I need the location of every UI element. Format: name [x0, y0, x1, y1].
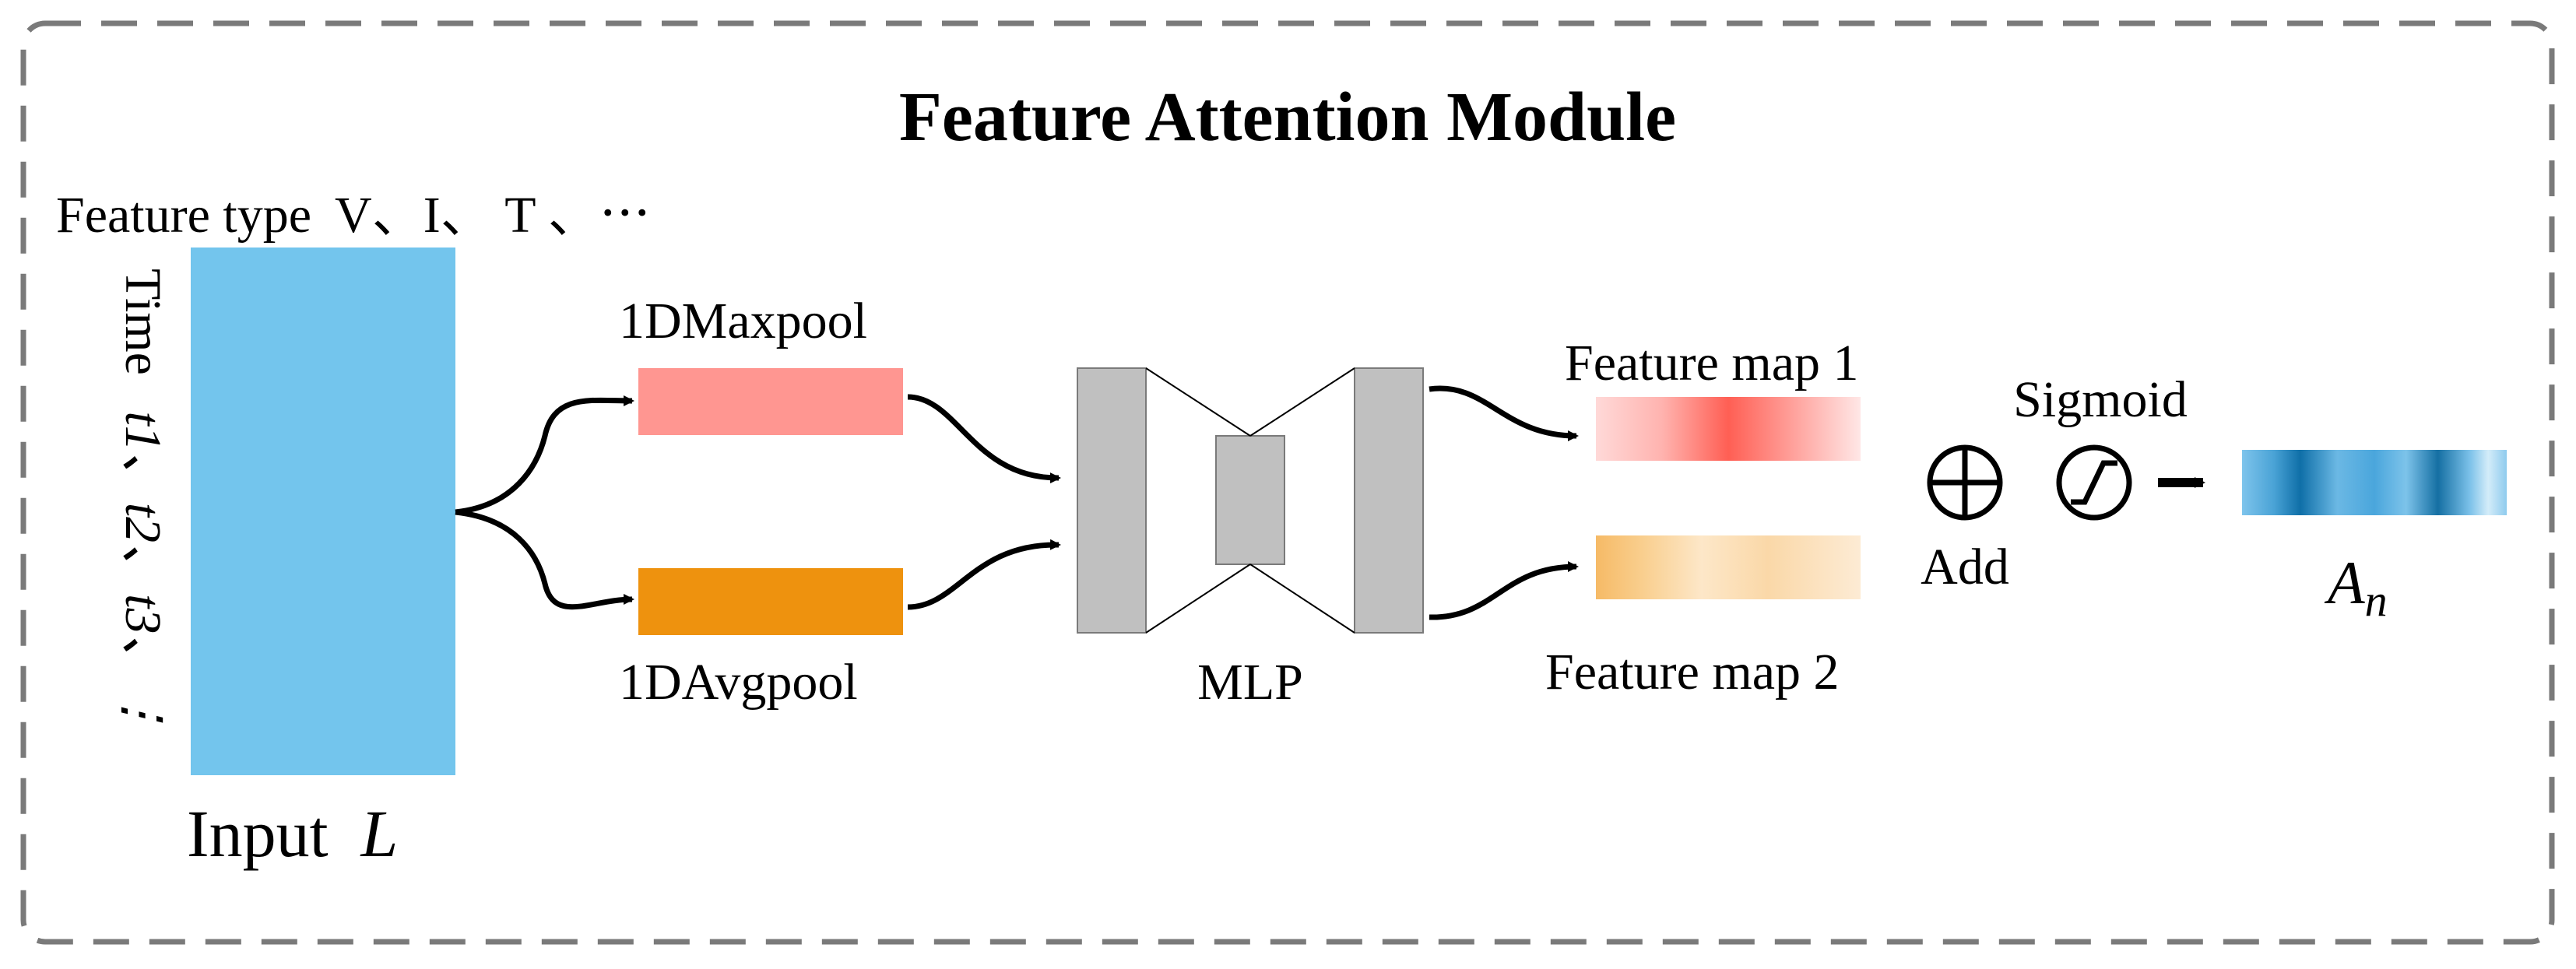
input-block: [191, 248, 455, 775]
input-caption-text: Input: [187, 796, 329, 871]
input-caption: Input L: [187, 796, 398, 871]
feature-map-1-block: [1596, 397, 1861, 461]
sigmoid-operator-icon: [2056, 444, 2132, 521]
time-value-1: t1: [114, 411, 171, 451]
input-caption-symbol: L: [360, 796, 399, 871]
arrow-input-to-avgpool: [455, 509, 634, 610]
time-text: Time: [114, 269, 171, 375]
output-symbol: A: [2324, 549, 2365, 616]
mlp-input-layer: [1077, 367, 1147, 634]
avgpool-label: 1DAvgpool: [619, 654, 858, 711]
output-subscript: n: [2365, 575, 2388, 626]
feature-type-text: Feature type: [56, 187, 311, 244]
feature-type-values: V、I、 T 、⋯: [335, 187, 651, 244]
add-label: Add: [1921, 539, 2009, 595]
time-axis-label: Time t1、t2、t3、⋮: [114, 269, 171, 737]
mlp-hidden-layer: [1215, 435, 1285, 565]
sigmoid-label: Sigmoid: [2013, 371, 2188, 428]
avgpool-block: [638, 568, 903, 635]
time-sep-2: 、: [114, 542, 171, 594]
arrow-mlp-to-map2: [1429, 561, 1579, 620]
module-title: Feature Attention Module: [899, 79, 1676, 156]
arrow-mlp-to-map1: [1429, 385, 1579, 441]
feature-type-label: Feature type V、I、 T 、⋯: [56, 187, 651, 244]
feature-map-1-label: Feature map 1: [1565, 335, 1859, 391]
time-sep-1: 、: [114, 451, 171, 503]
add-operator-icon: [1927, 444, 2003, 521]
svg-text:Time t1、t2、t3、⋮: Time t1、t2、t3、⋮: [114, 269, 171, 737]
arrow-avgpool-to-mlp: [907, 539, 1061, 610]
mlp-edge: [1145, 367, 1251, 437]
time-value-3: t3: [114, 594, 171, 634]
arrow-maxpool-to-mlp: [907, 394, 1061, 484]
time-value-2: t2: [114, 503, 171, 542]
output-label: An: [2324, 549, 2388, 626]
feature-map-2-block: [1596, 535, 1861, 599]
mlp-label: MLP: [1197, 654, 1303, 711]
mlp-edge: [1249, 563, 1355, 634]
time-sep-3: 、⋮: [114, 634, 171, 737]
mlp-edge: [1249, 367, 1355, 437]
maxpool-block: [638, 368, 903, 435]
module-border: [20, 20, 2555, 945]
maxpool-label: 1DMaxpool: [619, 293, 867, 349]
feature-map-2-label: Feature map 2: [1545, 644, 1840, 700]
mlp-edge: [1145, 563, 1251, 634]
mlp-block: [1077, 367, 1424, 634]
mlp-output-layer: [1354, 367, 1424, 634]
arrow-input-to-maxpool: [455, 395, 634, 515]
output-attention-block: [2242, 450, 2507, 515]
